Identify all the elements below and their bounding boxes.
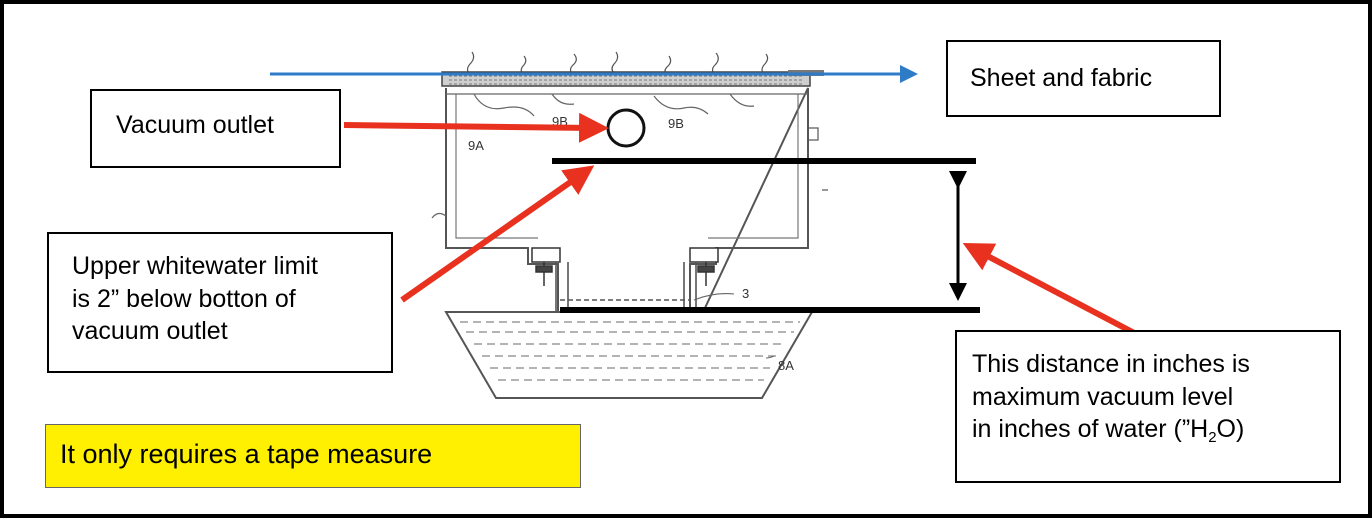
sheet-fabric-callout: Sheet and fabric <box>946 40 1221 117</box>
leader-left <box>431 212 447 219</box>
water-hatching <box>460 321 800 381</box>
tape-measure-text: It only requires a tape measure <box>60 439 433 469</box>
vacuum-box-drawing: 9A 9B 9B 3 8A <box>270 51 1142 399</box>
label-8a: 8A <box>778 358 794 373</box>
label-9b-right: 9B <box>668 116 684 131</box>
label-3: 3 <box>742 286 749 301</box>
mounting-brackets <box>531 247 719 286</box>
label-9a-top: 9A <box>468 138 484 153</box>
suction-box-inner-wall <box>455 94 538 239</box>
upper-limit-line2: is 2” below botton of <box>72 284 296 313</box>
distance-line3-post: O) <box>1216 415 1245 443</box>
vacuum-outlet-text: Vacuum outlet <box>116 111 274 139</box>
upper-limit-line1: Upper whitewater limit <box>72 252 318 280</box>
sheet-texture <box>449 75 804 85</box>
distance-line3-pre: in inches of water (”H <box>972 415 1209 443</box>
side-bracket <box>807 127 819 141</box>
vacuum-outlet-arrow <box>343 112 609 143</box>
deckle-slots <box>473 93 755 117</box>
sheet-fabric-text: Sheet and fabric <box>970 64 1153 92</box>
distance-line2: maximum vacuum level <box>972 382 1234 411</box>
distance-arrow <box>962 243 1142 339</box>
distance-callout: This distance in inches is maximum vacuu… <box>955 330 1341 483</box>
tape-measure-highlight: It only requires a tape measure <box>45 424 581 488</box>
distance-line3: in inches of water (”H2O) <box>972 413 1339 448</box>
suction-box-inner-wall-right <box>708 94 799 239</box>
distance-line3-sub: 2 <box>1208 429 1217 446</box>
upper-limit-arrow <box>400 165 595 303</box>
distance-line1: This distance in inches is <box>972 350 1250 378</box>
leader-8a <box>765 355 775 359</box>
upper-limit-callout: Upper whitewater limit is 2” below botto… <box>47 232 393 373</box>
vacuum-outlet-circle <box>606 108 646 148</box>
vacuum-outlet-callout: Vacuum outlet <box>90 89 341 168</box>
leader-3 <box>693 293 735 301</box>
whitewater-tank <box>444 311 814 399</box>
upper-limit-line3: vacuum outlet <box>72 317 228 345</box>
fabric-fibers <box>466 51 769 76</box>
